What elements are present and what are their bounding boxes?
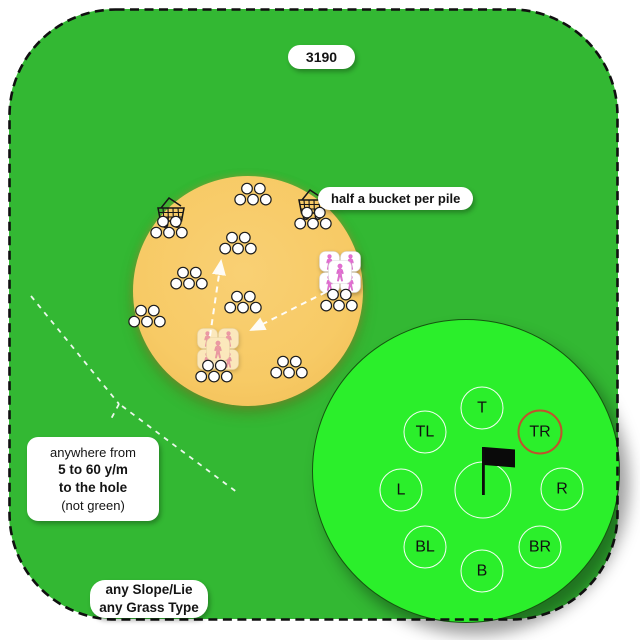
conditions-note-pill: any Slope/Lie any Grass Type [90,580,208,618]
distance-note-line2: 5 to 60 y/m [58,462,128,478]
bucket-note-text: half a bucket per pile [331,190,461,206]
distance-note-line1: anywhere from [50,445,136,460]
distance-note-line4: (not green) [61,497,125,513]
title-badge: 3190 [288,45,355,69]
hole-circle [454,461,512,519]
distance-note-box: anywhere from 5 to 60 y/m to the hole (n… [27,437,159,521]
green-target-br: BR [518,525,562,569]
green-target-tr: TR [517,409,563,455]
green-target-l: L [379,468,423,512]
conditions-line2: any Grass Type [99,600,199,615]
bucket-note-pill: half a bucket per pile [318,187,474,210]
conditions-line1: any Slope/Lie [105,582,193,598]
green-target-b: B [460,549,504,593]
drop-zone-circle [133,176,363,406]
green-target-tl: TL [403,410,447,454]
green-target-bl: BL [403,525,447,569]
green-target-t: T [460,386,504,430]
distance-note-line3: to the hole [58,479,128,495]
green-target-r: R [540,467,584,511]
title-badge-text: 3190 [305,48,338,65]
